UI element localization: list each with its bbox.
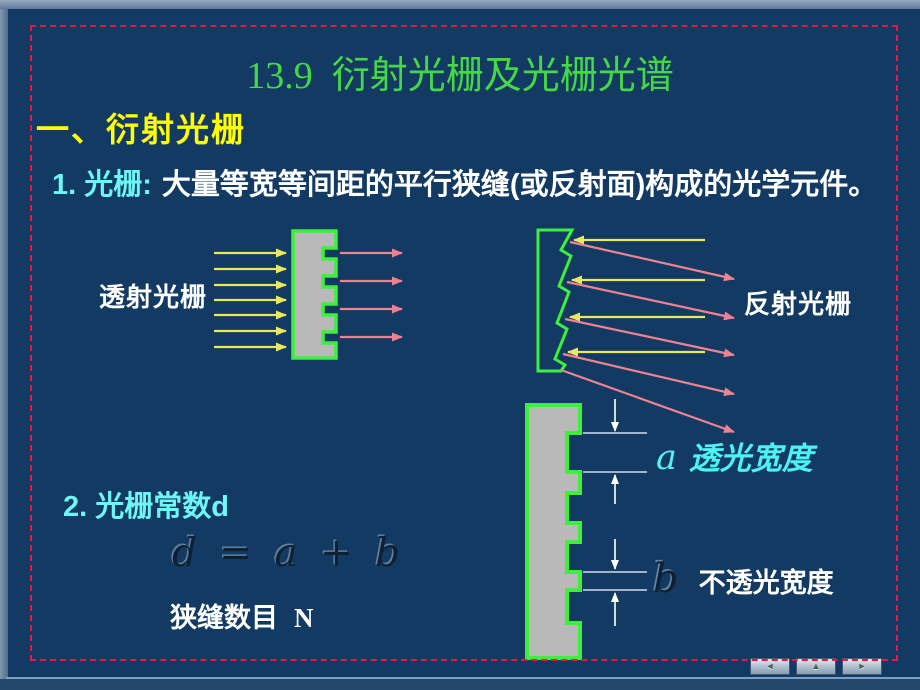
grating-constant-heading: 2. 光栅常数d: [63, 491, 229, 523]
opaque-width-symbol: b: [653, 556, 679, 602]
home-button[interactable]: ▲: [796, 658, 836, 675]
definition-text: 大量等宽等间距的平行狭缝(或反射面)构成的光学元件。: [161, 169, 878, 201]
definition-line: 1. 光栅: 大量等宽等间距的平行狭缝(或反射面)构成的光学元件。: [52, 161, 877, 203]
window-bottom-band: [0, 679, 920, 690]
reflection-grating-label: 反射光栅: [744, 289, 853, 319]
transmitted-rays: [340, 248, 403, 342]
opaque-width-label: 不透光宽度: [698, 568, 834, 598]
transmission-grating-diagram: [214, 229, 403, 360]
forward-arrow-icon: ►: [857, 661, 867, 671]
slide-title: 13.9 衍射光栅及光栅光谱: [246, 55, 674, 97]
back-arrow-icon: ◄: [765, 661, 775, 671]
transmission-grating-shape: [291, 229, 338, 360]
dimension-lines: [583, 432, 647, 591]
dimensioned-grating-diagram: [525, 399, 647, 660]
incident-rays: [567, 235, 705, 357]
definition-label: 1. 光栅:: [52, 169, 152, 201]
window-bottom-line: [6, 677, 920, 679]
back-button[interactable]: ◄: [750, 658, 790, 675]
home-arrow-icon: ▲: [811, 661, 821, 671]
slit-width-annotation: a 透光宽度: [656, 433, 813, 478]
dimensioned-grating-shape: [525, 403, 582, 660]
opaque-width-annotation: b 不透光宽度: [653, 556, 834, 602]
transmission-grating-label: 透射光栅: [99, 282, 208, 312]
slit-count-line: 狭缝数目 N: [170, 596, 314, 635]
section-heading: 一、衍射光栅: [36, 111, 246, 148]
incident-rays: [214, 248, 287, 352]
slit-width-label: 透光宽度: [688, 441, 813, 476]
reflection-grating-diagram: [536, 228, 735, 434]
grating-constant-formula: d = a + b: [172, 531, 406, 576]
reflected-rays: [560, 240, 735, 434]
window-left-bevel: [0, 0, 8, 690]
slideshow-nav: ◄ ▲ ►: [750, 658, 882, 675]
slit-width-symbol: a: [656, 438, 677, 478]
reflection-grating-shape: [536, 228, 575, 373]
slit-count-label: 狭缝数目: [170, 603, 278, 633]
slit-count-symbol: N: [294, 603, 314, 633]
window-top-bevel: [0, 0, 920, 9]
forward-button[interactable]: ►: [842, 658, 882, 675]
